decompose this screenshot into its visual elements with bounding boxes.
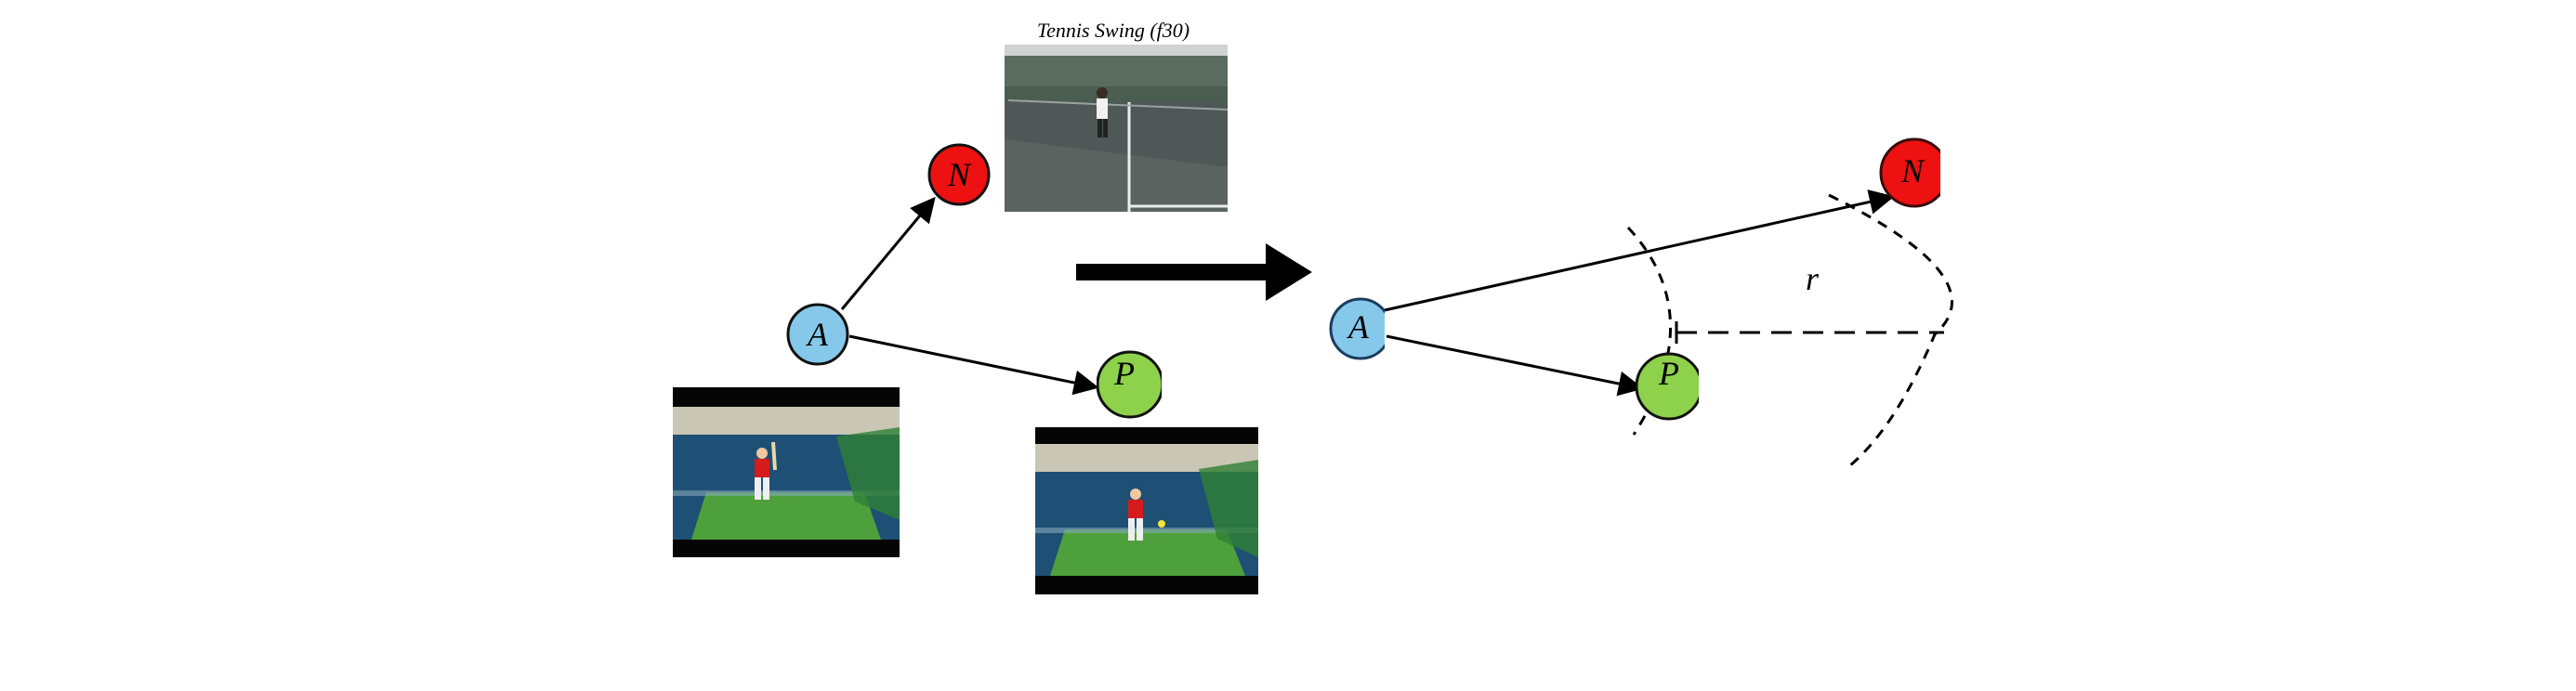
positive-node-right [1635, 352, 1699, 421]
negative-label-right: N [1900, 152, 1925, 189]
margin-label: r [1806, 260, 1820, 297]
negative-node-left: N [927, 143, 991, 206]
positive-label-right: P [1658, 355, 1679, 392]
cricket-image-left [673, 387, 900, 557]
edge-anchor-positive-right [1386, 334, 1644, 397]
tennis-image [1005, 45, 1229, 212]
anchor-node-right [1329, 297, 1385, 360]
edge-anchor-positive-left [848, 334, 1099, 396]
outer-margin-arc [1828, 193, 1953, 468]
tennis-caption: Tennis Swing (f30) [1037, 19, 1189, 42]
positive-label-left: P [1113, 355, 1135, 392]
negative-label-left: N [947, 156, 972, 193]
edge-anchor-negative-right [1384, 189, 1895, 312]
anchor-label-left: A [806, 316, 829, 353]
anchor-node-left: A [786, 303, 849, 366]
positive-node-left [1097, 350, 1162, 419]
edge-anchor-negative-left [840, 196, 936, 310]
transition-arrow [1076, 243, 1312, 301]
anchor-label-right: A [1347, 308, 1370, 346]
negative-node-right [1879, 137, 1940, 208]
cricket-image-right [1035, 427, 1258, 594]
